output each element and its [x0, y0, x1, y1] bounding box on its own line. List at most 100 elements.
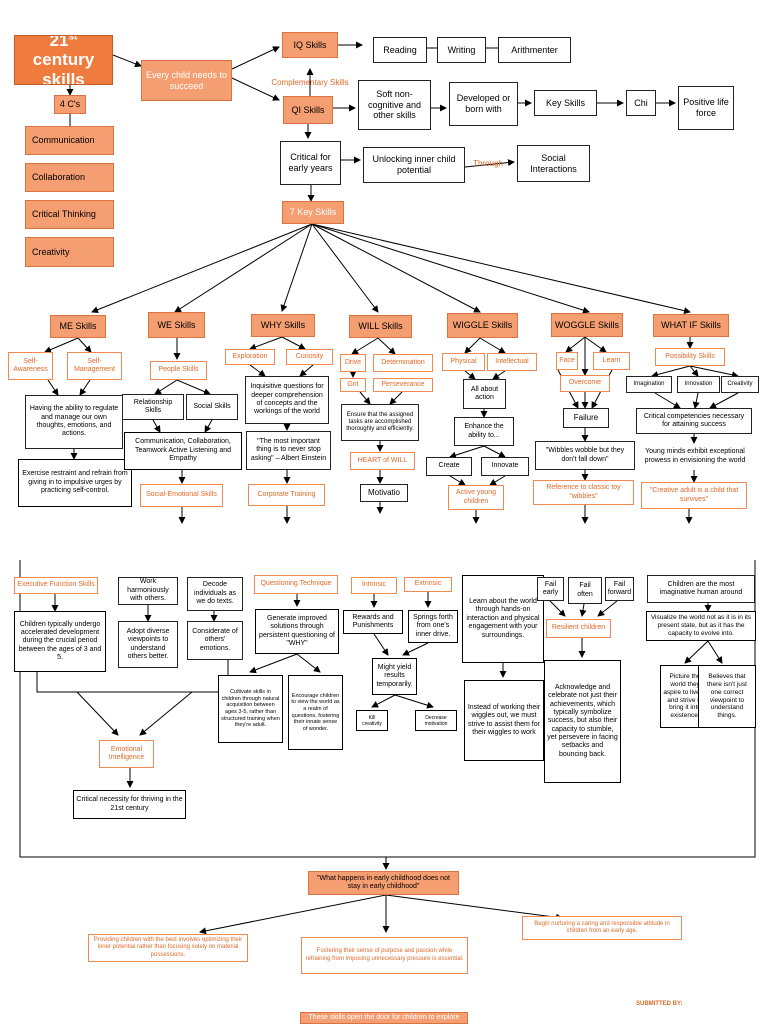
learn-about-world-node: Learn about the world through hands-on i…	[462, 575, 544, 663]
these-skills-node: These skills open the door for children …	[300, 1012, 468, 1024]
communication-node: Communication	[25, 126, 114, 155]
will-skills-node: WILL Skills	[349, 315, 412, 338]
einstein-quote-node: "The most important thing is to never st…	[246, 431, 331, 470]
seven-key-skills-node: 7 Key Skills	[282, 201, 344, 224]
overcome-node: Overcome	[560, 375, 610, 392]
wiggle-skills-node: WIGGLE Skills	[447, 313, 518, 338]
physical-node: Physical	[442, 353, 485, 371]
imagination-node: Imagination	[626, 376, 672, 393]
creative-adult-node: "Creative adult is a child that survives…	[641, 482, 747, 509]
main-title: 21st century skills	[14, 35, 113, 85]
work-harmoniously-node: Work harmoniously with others.	[118, 577, 178, 605]
developed-node: Developed or born with	[449, 82, 518, 126]
failure-node: Failure	[563, 408, 609, 428]
fostering-sense-node: Fostering their sense of purpose and pas…	[301, 937, 468, 974]
begin-nurturing-node: Begin nurturing a caring and responsible…	[522, 916, 682, 940]
decode-individuals-node: Decode individuals as we do texts.	[187, 577, 243, 611]
having-ability-node: Having the ability to regulate and manag…	[25, 395, 123, 449]
fail-forward-node: Fail forward	[605, 577, 634, 601]
motivation-node: Motivatio	[360, 484, 408, 502]
generate-solutions-node: Generate improved solutions through pers…	[255, 609, 339, 654]
me-skills-node: ME Skills	[50, 315, 106, 338]
people-skills-node: People Skills	[150, 361, 207, 380]
curiosity-node: Curiosity	[286, 349, 333, 365]
heart-of-will-node: HEART of WILL	[350, 452, 415, 470]
self-awareness-node: Self-Awareness	[8, 352, 53, 380]
intrinsic-node: Intrinsic	[351, 577, 397, 594]
critical-early-node: Critical for early years	[280, 141, 341, 185]
writing-node: Writing	[437, 37, 486, 63]
reference-toy-node: Reference to classic toy "wibbles"	[533, 480, 634, 505]
iq-skills-node: IQ Skills	[282, 32, 338, 58]
might-yield-node: Might yield results temporarily.	[372, 658, 417, 695]
inquisitive-node: Inquisitive questions for deeper compreh…	[245, 376, 329, 424]
active-young-node: Active young children	[448, 485, 504, 510]
most-imaginative-node: Children are the most imaginative human …	[647, 575, 755, 603]
what-happens-node: "What happens in early childhood does no…	[308, 871, 459, 895]
resilient-children-node: Resilient children	[546, 619, 611, 638]
innovation-node: Innovation	[677, 376, 720, 393]
considerate-node: Considerate of others' emotions.	[187, 621, 243, 660]
social-skills-node: Social Skills	[186, 394, 238, 420]
corporate-training-node: Corporate Training	[248, 484, 325, 506]
why-skills-node: WHY Skills	[251, 314, 315, 337]
exercise-restraint-node: Exercise restraint and refrain from givi…	[18, 459, 132, 507]
reading-node: Reading	[373, 37, 427, 63]
creativity-whatif-node: Creativity	[721, 376, 759, 393]
intellectual-node: Intellectual	[487, 353, 537, 371]
instead-wiggles-node: Instead of working their wiggles out, we…	[464, 680, 544, 761]
exec-function-node: Executive Function Skills	[14, 577, 98, 594]
communication-collab-node: Communication, Collaboration, Teamwork A…	[124, 432, 242, 470]
emotional-intelligence-node: Emotional Intelligence	[99, 740, 154, 768]
all-about-action-node: All about action	[463, 379, 506, 409]
encourage-children-node: Encourage children to view the world as …	[288, 675, 343, 750]
determination-node: Determination	[373, 354, 433, 372]
chi-node: Chi	[626, 90, 656, 116]
social-emotional-node: Social-Emotional Skills	[140, 484, 223, 507]
fail-early-node: Fail early	[537, 577, 564, 601]
arithmeter-node: Arithmenter	[498, 37, 571, 63]
enhance-ability-node: Enhance the ability to...	[454, 417, 514, 446]
wibbles-node: "Wibbles wobble but they don't fall down…	[535, 441, 635, 470]
fail-often-node: Fail often	[568, 577, 602, 604]
critical-competencies-node: Critical competencies necessary for atta…	[636, 408, 752, 434]
drive-node: Drive	[340, 354, 366, 372]
every-child-node: Every child needs to succeed	[141, 60, 232, 101]
submitted-by-label: SUBMITTED BY:	[636, 1001, 683, 1008]
soft-noncog-node: Soft non-cognitive and other skills	[358, 80, 431, 130]
creativity-node: Creativity	[25, 237, 114, 267]
grit-node: Grit	[340, 378, 366, 392]
springs-forth-node: Springs forth from one's inner drive.	[408, 610, 458, 643]
extrinsic-node: Extrinsic	[404, 577, 452, 592]
visualize-world-node: Visualize the world not as it is in its …	[646, 611, 756, 641]
perseverance-node: Perseverance	[373, 378, 433, 392]
innovate-node: Innovate	[481, 457, 529, 476]
possibility-skills-node: Possibility Skills	[655, 348, 725, 366]
face-node: Face	[556, 352, 578, 370]
we-skills-node: WE Skills	[148, 312, 205, 338]
believes-viewpoint-node: Believes that there isn't just one corre…	[698, 665, 756, 728]
woggle-skills-node: WOGGLE Skills	[551, 313, 623, 337]
questioning-technique-node: Questioning Technique	[254, 575, 338, 594]
unlocking-node: Unlocking inner child potential	[363, 147, 465, 183]
ensure-node: Ensure that the assigned tasks are accom…	[341, 404, 419, 441]
what-if-skills-node: WHAT IF Skills	[653, 314, 729, 337]
critical-thriving-node: Critical necessity for thriving in the 2…	[73, 790, 186, 819]
complementary-label: Complementary Skills	[271, 78, 349, 88]
acknowledge-node: Acknowledge and celebrate not just their…	[544, 660, 621, 783]
rewards-punishments-node: Rewards and Punishments	[343, 610, 403, 634]
learn-node: Learn	[593, 352, 630, 370]
decrease-motivation-node: Decrease motivation	[415, 710, 457, 731]
cultivate-skills-node: Cultivate skills in children through nat…	[218, 675, 283, 743]
self-management-node: Self-Management	[67, 352, 122, 380]
kill-creativity-node: Kill creativity	[356, 710, 388, 731]
key-skills-node: Key Skills	[534, 90, 597, 116]
through-label: Through	[473, 159, 503, 169]
four-cs-node: 4 C's	[54, 95, 86, 114]
exploration-node: Exploration	[225, 349, 275, 365]
collaboration-node: Collaboration	[25, 163, 114, 192]
critical-thinking-node: Critical Thinking	[25, 200, 114, 229]
relationship-skills-node: Relationship Skills	[122, 394, 184, 420]
